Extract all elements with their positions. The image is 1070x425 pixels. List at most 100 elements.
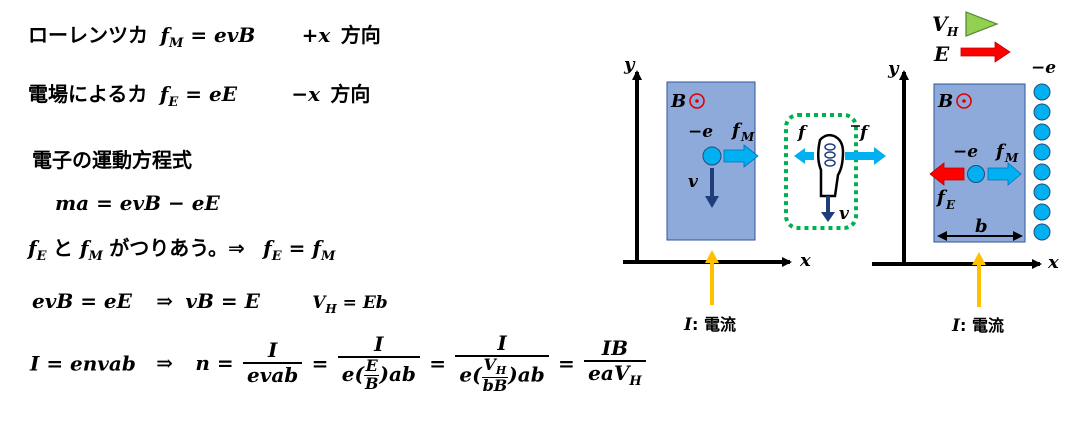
fM-sub-1: M [740, 130, 755, 144]
velocity-row: evB = eE ⇒ vB = E VH = Eb [32, 291, 388, 315]
fraction-2-inner-den: B [364, 374, 379, 394]
balance-eq-mid: = [281, 236, 313, 260]
vh-sub: H [325, 302, 337, 316]
vh-sub: H [946, 25, 959, 39]
current-arrow-2 [972, 252, 986, 307]
vh-rhs: = Eb [336, 293, 388, 313]
B-dot-1 [695, 99, 699, 103]
x-label-1: x [799, 250, 811, 271]
vh-V: V [312, 293, 326, 313]
current-word-2: : 電流 [960, 316, 1004, 335]
balance-eq-fM: f [312, 236, 321, 260]
fraction-1: I evab [242, 339, 303, 388]
vh-triangle-icon [965, 11, 999, 37]
fraction-3-inner-sub: H [495, 364, 507, 378]
surface-charge-label: −e [1031, 58, 1056, 78]
charge-label-1: −e [688, 122, 713, 142]
middle-panel: f f v [784, 113, 886, 230]
balance-eq-fE-sub: E [271, 249, 282, 264]
balance-fE-sub: E [36, 249, 47, 264]
fraction-4-denominator: eaVH [584, 360, 646, 390]
fraction-3-inner-den: bB [482, 375, 508, 395]
fraction-2-den-pre: e( [341, 362, 364, 387]
efield-sub: E [168, 95, 179, 110]
eq1-lhs: evB = eE [32, 289, 132, 313]
width-label: b [975, 216, 988, 237]
fraction-3-numerator: I [455, 332, 549, 357]
middle-f-right: f [859, 123, 870, 143]
eom-title: 電子の運動方程式 [32, 148, 192, 172]
equals-1: = [311, 351, 329, 376]
lorentz-f: f [160, 23, 169, 47]
eq1-rhs: vB = E [185, 289, 260, 313]
y-label-1: y [623, 54, 636, 75]
final-arrow: ⇒ [156, 351, 173, 376]
eom-equation: ma = evB − eE [55, 191, 220, 215]
pinching-hand-icon [817, 133, 845, 198]
fraction-2-inner-num: E [363, 356, 380, 377]
conductor-plate-2 [933, 83, 1026, 243]
fM-arrow-1 [723, 144, 759, 168]
balance-fE: f [28, 236, 37, 260]
balance-text: がつりあう。⇒ [109, 236, 245, 260]
fraction-4-den-sub: H [629, 373, 642, 389]
equals-3: = [558, 351, 575, 376]
equals-2: = [429, 351, 447, 376]
fE-arrow-2 [929, 162, 965, 186]
E-arrow [960, 41, 1011, 63]
final-n: n = [195, 351, 234, 376]
E-label: E [933, 42, 950, 66]
surface-electrons [1033, 83, 1051, 241]
panel-2: y x V H E B −e f M f E b −e [872, 11, 1059, 336]
efield-direction-word: 方向 [330, 82, 371, 106]
middle-f-left: f [797, 123, 808, 143]
lorentz-force-row: ローレンツカ fM = evB +x 方向 [28, 25, 381, 50]
balance-row: fE と fM がつりあう。⇒ fE = fM [28, 238, 335, 263]
fraction-2-numerator: I [337, 333, 420, 359]
lorentz-label: ローレンツカ [28, 23, 148, 47]
velocity-arrow-1 [705, 168, 719, 208]
fraction-3-inner-num: VH [481, 355, 509, 378]
fraction-2-den-post: )ab [379, 362, 416, 387]
balance-eq-fM-sub: M [320, 249, 336, 264]
balance-fM-sub: M [88, 249, 103, 264]
lorentz-direction-word: 方向 [340, 23, 381, 47]
fraction-4-den: eaV [588, 360, 630, 385]
B-label-2: B [937, 91, 953, 112]
B-out-of-page-icon-1 [689, 93, 705, 109]
v-label-1: v [688, 172, 699, 192]
B-label-1: B [670, 91, 686, 112]
current-arrow-1 [705, 250, 719, 305]
dotted-box [784, 113, 858, 230]
fraction-3-inner-V: V [483, 355, 496, 374]
fraction-4-numerator: IB [584, 336, 646, 362]
lorentz-sub: M [168, 36, 184, 51]
current-label-1: I [683, 315, 693, 335]
balance-to: と [52, 236, 80, 260]
y-label-2: y [887, 58, 900, 79]
lorentz-rhs: = evB [183, 23, 256, 47]
balance-fM: f [79, 236, 89, 260]
efield-label: 電場によるカ [28, 82, 148, 106]
fE-sub-2: E [945, 198, 956, 212]
efield-rhs: = eE [178, 82, 237, 106]
fM-arrow-2 [987, 162, 1022, 186]
B-dot-2 [962, 99, 966, 103]
current-label-2: I [951, 316, 961, 336]
fM-sub-2: M [1004, 151, 1019, 165]
charge-label-2: −e [953, 142, 978, 162]
fraction-1-denominator: evab [246, 363, 299, 388]
current-word-1: : 電流 [692, 315, 736, 334]
final-lhs: I = envab [30, 351, 136, 376]
width-arrow-left [937, 231, 947, 241]
fraction-3-den-post: )ab [508, 362, 545, 387]
middle-v-label: v [839, 204, 850, 224]
balance-eq-fE: f [263, 236, 272, 260]
width-arrow-right [1013, 231, 1023, 241]
efield-f: f [159, 82, 169, 106]
